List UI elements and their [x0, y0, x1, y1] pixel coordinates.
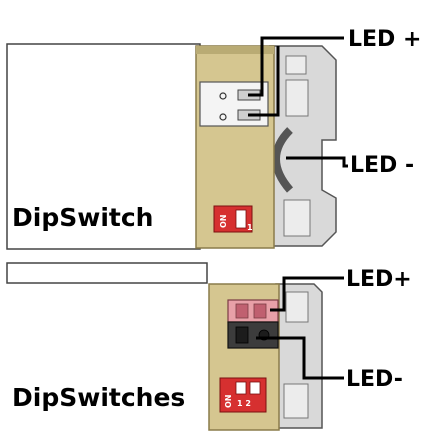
bottom-dipswitches-label: DipSwitches: [12, 383, 185, 412]
bottom-led-plus-label: LED+: [346, 267, 412, 292]
top-dipswitch-label: DipSwitch: [12, 203, 153, 232]
top-pcb-strip: [196, 46, 274, 54]
bottom-clip-slot-2: [283, 383, 309, 419]
top-dip-on-text: ON: [219, 215, 228, 229]
bottom-dip-lever-1: [235, 381, 247, 395]
top-terminal-hole-2: [219, 113, 227, 121]
dipswitch-panel: ON 1 LED + LED - DipSwitch: [6, 27, 421, 250]
bottom-terminal-dark: [227, 321, 279, 349]
bottom-dip-on-text: ON: [224, 395, 233, 409]
top-terminal-hole-1: [219, 92, 227, 100]
top-led-plus-label: LED +: [348, 27, 421, 52]
bottom-terminal-pink-slot: [235, 303, 249, 319]
top-clip-slot-1: [285, 55, 307, 75]
bottom-led-minus-wire: [256, 336, 344, 380]
bottom-terminal-pink-slot-2: [253, 303, 267, 319]
top-dip-lever: [235, 209, 247, 229]
top-dip-number: 1: [247, 223, 253, 232]
top-led-plus-wire: [248, 36, 344, 97]
top-clip-slot-2: [285, 79, 309, 117]
bottom-led-plus-wire: [270, 276, 344, 312]
bottom-dip-numbers: 1 2: [237, 399, 251, 408]
dipswitches-panel: ON 1 2 LED+ LED- DipSwitches: [6, 262, 412, 431]
bottom-terminal-dark-slot: [235, 326, 249, 344]
top-profile-body: [6, 43, 201, 250]
bottom-profile-body: [6, 262, 208, 284]
top-led-minus-wire: [286, 156, 348, 168]
top-led-plus-wire-2: [248, 46, 280, 117]
bottom-dip-lever-2: [249, 381, 261, 395]
top-led-minus-label: LED -: [350, 153, 414, 178]
bottom-clip-slot-1: [285, 291, 309, 323]
bottom-led-minus-label: LED-: [346, 367, 403, 392]
top-clip-slot-3: [283, 199, 311, 237]
top-clip-curve: [272, 127, 294, 193]
